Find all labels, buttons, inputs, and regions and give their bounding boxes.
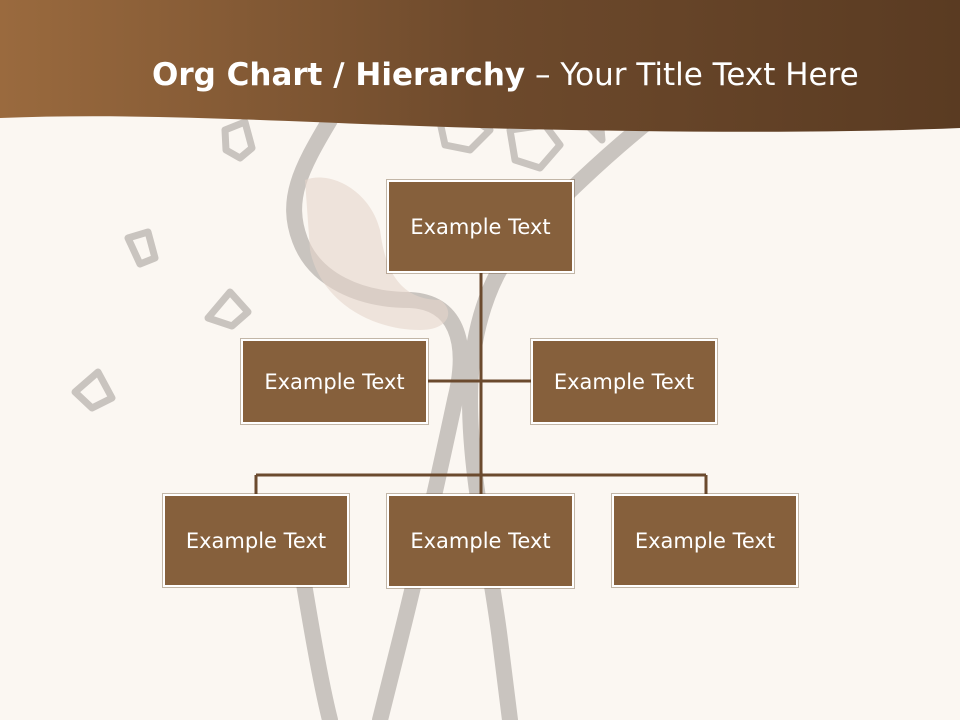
slide-title: Org Chart / Hierarchy – Your Title Text …	[152, 52, 859, 98]
org-box-child-2[interactable]: Example Text	[387, 494, 574, 588]
org-box-assistant-right[interactable]: Example Text	[531, 339, 717, 424]
header-band	[0, 0, 960, 132]
org-box-child-1[interactable]: Example Text	[163, 494, 349, 587]
slide-title-rest: Your Title Text Here	[560, 57, 859, 93]
slide-title-bold: Org Chart / Hierarchy	[152, 57, 526, 93]
org-box-label: Example Text	[185, 528, 327, 553]
org-box-label: Example Text	[410, 214, 551, 239]
org-box-child-3[interactable]: Example Text	[612, 494, 798, 587]
org-box-label: Example Text	[410, 529, 551, 553]
bone-texture	[305, 177, 449, 330]
org-box-assistant-left[interactable]: Example Text	[241, 339, 428, 424]
org-box-label: Example Text	[634, 528, 776, 553]
org-box-root[interactable]: Example Text	[387, 180, 574, 273]
org-box-label: Example Text	[553, 369, 695, 394]
slide-title-dash: –	[525, 57, 561, 93]
org-box-label: Example Text	[264, 369, 405, 394]
